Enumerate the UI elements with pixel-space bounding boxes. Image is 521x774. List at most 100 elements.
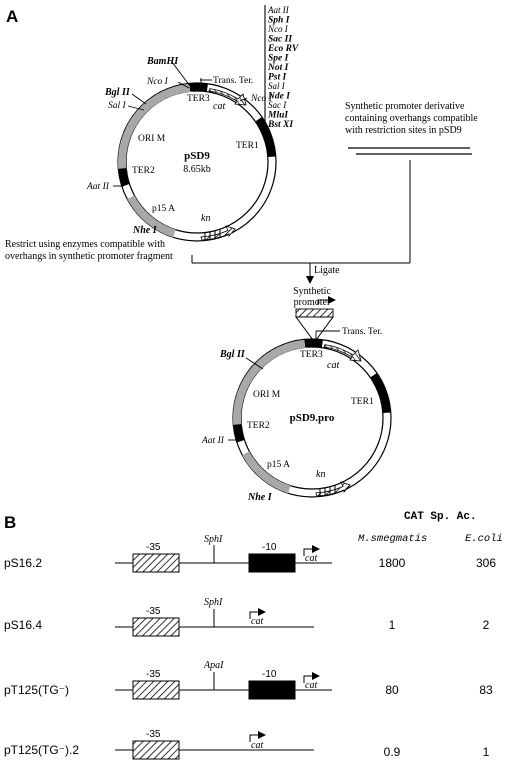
- box-10: [248, 680, 296, 700]
- plasmid-name: pSD9.pro: [290, 412, 335, 424]
- label-p15a: p15 A: [267, 460, 290, 470]
- activity-m-smegmatis: 0.9: [384, 745, 401, 759]
- label-ter2: TER2: [247, 421, 270, 431]
- label-ori: ORI M: [138, 134, 166, 144]
- label-sal1: Sal I: [108, 101, 127, 111]
- label-nhe1: Nhe I: [247, 492, 273, 503]
- p15a-segment: [242, 451, 291, 494]
- box-35-label: -35: [146, 729, 161, 740]
- cat-label: cat: [251, 740, 263, 751]
- synthetic-text: with restriction sites in pSD9: [345, 125, 462, 136]
- mcs-site: Sac II: [268, 35, 292, 45]
- label-ter3: TER3: [300, 350, 323, 360]
- cat-arrow: [249, 731, 266, 742]
- ori-m-segment: [118, 83, 194, 173]
- box-35: [132, 740, 180, 760]
- construct-row: pT125(TG⁻) -35 ApaI -10 cat 80 83: [4, 660, 493, 700]
- cat-activity-header: CAT Sp. Ac.: [404, 511, 477, 523]
- construct-row: pT125(TG⁻).2 -35 cat 0.9 1: [4, 729, 490, 760]
- cat-arrow: [249, 608, 266, 619]
- cat-arrow: [303, 545, 320, 556]
- synthetic-text: Synthetic promoter derivative: [345, 101, 465, 112]
- mcs-site: Spe I: [268, 54, 289, 64]
- panel-a-label: A: [6, 7, 18, 26]
- construct-row: pS16.2 -35 SphI -10 cat 1800 306: [4, 534, 496, 573]
- mcs-site: Sph I: [268, 16, 290, 26]
- box-35: [132, 617, 180, 637]
- cat-label: cat: [305, 680, 317, 691]
- p15a-segment: [127, 195, 176, 238]
- activity-m-smegmatis: 80: [385, 683, 399, 697]
- kn-ticks: [319, 485, 336, 497]
- restrict-text: overhangs in synthetic promoter fragment: [5, 251, 173, 262]
- site-label: ApaI: [203, 660, 224, 671]
- construct-rows: pS16.2 -35 SphI -10 cat 1800 306 pS16.4 …: [4, 534, 496, 760]
- box-35-label: -35: [146, 669, 161, 680]
- mcs-site: Aat II: [267, 5, 290, 15]
- plasmid-ring-inner: [240, 346, 384, 490]
- ter2-segment: [118, 167, 130, 187]
- label-bgl2: Bgl II: [104, 87, 131, 98]
- cat-label: cat: [305, 553, 317, 564]
- cat-arrow: [303, 672, 320, 683]
- promoter-box: [295, 308, 334, 318]
- ter1-segment: [255, 116, 276, 158]
- promoter-arrow: [317, 296, 336, 305]
- insert-triangle: [295, 316, 334, 343]
- restrict-text: Restrict using enzymes compatible with: [5, 239, 165, 250]
- label-ori: ORI M: [253, 390, 281, 400]
- site-label: SphI: [204, 597, 223, 608]
- mcs-site: MluI: [267, 111, 288, 121]
- label-ter1: TER1: [351, 397, 374, 407]
- cat-gene: [208, 88, 247, 106]
- box-10-label: -10: [262, 542, 277, 553]
- box-35: [132, 680, 180, 700]
- top-plasmid: pSD9 8.65kb BamHI Nco I Bgl II Sal I Tra…: [86, 56, 277, 242]
- label-cat: cat: [213, 101, 225, 112]
- mcs-site: Sal I: [268, 81, 286, 91]
- label-ter2: TER2: [132, 166, 155, 176]
- mcs-site: Nco I: [267, 24, 289, 34]
- label-ter1: TER1: [236, 141, 259, 151]
- label-cat: cat: [327, 360, 339, 371]
- mcs-list: Aat II Sph I Nco I Sac II Eco RV Spe I N…: [264, 5, 299, 130]
- activity-e-coli: 306: [476, 556, 496, 570]
- ter3-segment: [304, 338, 323, 348]
- label-nco1-right: Nco I: [250, 94, 273, 104]
- plasmid-ring-inner: [125, 90, 269, 234]
- activity-e-coli: 83: [479, 683, 493, 697]
- label-bamhi: BamHI: [146, 56, 179, 67]
- activity-e-coli: 2: [483, 618, 490, 632]
- synthetic-promoter-label: Synthetic: [293, 286, 331, 297]
- label-bgl2: Bgl II: [219, 349, 246, 360]
- label-aat2: Aat II: [201, 436, 225, 446]
- bottom-plasmid: pSD9.pro Trans. Ter. Bgl II TER3 cat ORI…: [201, 327, 392, 503]
- plasmid-name: pSD9: [184, 150, 210, 162]
- plasmid-size: 8.65kb: [183, 164, 211, 175]
- construct-name: pS16.4: [4, 618, 42, 632]
- ligate-label: Ligate: [314, 265, 340, 276]
- label-trans-ter: Trans. Ter.: [213, 76, 253, 86]
- mcs-site: Sac I: [268, 100, 287, 110]
- construct-row: pS16.4 -35 SphI cat 1 2: [4, 597, 490, 637]
- panel-b-label: B: [4, 513, 16, 532]
- ter1-segment: [370, 372, 391, 414]
- mcs-site: Eco RV: [267, 44, 299, 54]
- box-35-label: -35: [146, 606, 161, 617]
- cat-label: cat: [251, 616, 263, 627]
- box-35: [132, 553, 180, 573]
- label-aat2: Aat II: [86, 182, 110, 192]
- cat-gene: [323, 344, 362, 362]
- label-kn: kn: [201, 213, 210, 224]
- construct-name: pS16.2: [4, 556, 42, 570]
- mcs-site: Nde I: [267, 92, 290, 102]
- activity-e-coli: 1: [483, 745, 490, 759]
- col-e-coli: E.coli: [465, 533, 503, 545]
- col-m-smegmatis: M.smegmatis: [358, 533, 427, 545]
- kn-ticks: [204, 229, 221, 241]
- box-10: [248, 553, 296, 573]
- activity-m-smegmatis: 1: [389, 618, 396, 632]
- box-10-label: -10: [262, 669, 277, 680]
- label-ter3: TER3: [187, 94, 210, 104]
- ter2-segment: [233, 423, 245, 443]
